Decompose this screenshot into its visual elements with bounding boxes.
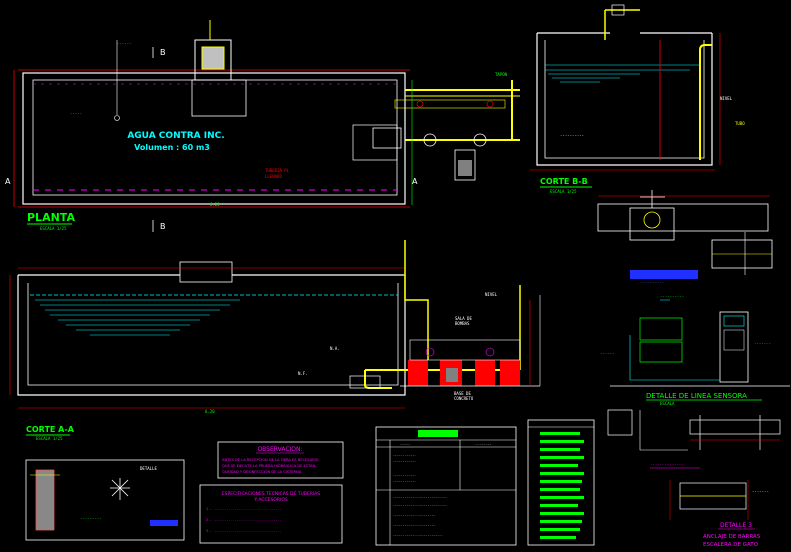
svg-text:2.- --------------------------: 2.- --------------------------------- bbox=[206, 518, 282, 522]
svg-text:------------: ------------ bbox=[393, 453, 416, 457]
svg-text:6.20: 6.20 bbox=[205, 409, 215, 414]
plan-title: PLANTA bbox=[27, 211, 75, 224]
svg-text:1.- --------------------------: 1.- --------------------------------- bbox=[206, 507, 282, 511]
section-marker-b-top: B bbox=[160, 48, 166, 57]
sensing-line-title: DETALLE DE LINEA SENSORA bbox=[646, 392, 747, 400]
svg-text:TAPON: TAPON bbox=[495, 72, 508, 77]
svg-text:-------: ------- bbox=[752, 489, 769, 494]
detail-ladder: --------- DETALLE bbox=[25, 459, 185, 541]
svg-text:----------: ---------- bbox=[660, 294, 684, 299]
detail-3: ------- DETALLE 3 ANCLAJE DE BARRAS ESCA… bbox=[669, 480, 769, 548]
sensing-line-scale: ESCALA bbox=[660, 401, 675, 406]
svg-text:BASE DE: BASE DE bbox=[454, 391, 471, 396]
svg-text:----------: ---------- bbox=[640, 280, 664, 285]
svg-text:-------: ------- bbox=[754, 341, 771, 346]
svg-text:DETALLE: DETALLE bbox=[140, 466, 157, 471]
section-aa-scale: ESCALA 1/25 bbox=[36, 436, 63, 441]
legend-table: ----- -------- ------------ ------------… bbox=[375, 426, 517, 546]
svg-text:CONCRETO: CONCRETO bbox=[454, 396, 474, 401]
svg-text:----------------------------: ---------------------------- bbox=[393, 503, 447, 507]
detail-3-line2: ESCALERA DE GATO bbox=[703, 542, 759, 548]
svg-text:--------: -------- bbox=[475, 442, 491, 446]
detail-3-line1: ANCLAJE DE BARRAS bbox=[703, 534, 761, 540]
valve-detail: ---------- bbox=[597, 190, 773, 285]
svg-text:NIVEL: NIVEL bbox=[485, 292, 498, 297]
svg-text:TUBERIA PL: TUBERIA PL bbox=[265, 168, 290, 173]
observation-line-2: QUE SE EJECUTE LA PRUEBA HIDRAULICA DE E… bbox=[222, 464, 317, 468]
svg-text:BOMBAS: BOMBAS bbox=[455, 321, 470, 326]
svg-text:-----: ----- bbox=[70, 111, 82, 116]
section-marker-b-bottom: B bbox=[160, 222, 166, 231]
svg-text:---------: --------- bbox=[80, 516, 102, 521]
plan-scale: ESCALA 1/25 bbox=[40, 226, 67, 231]
observation-title: OBSERVACION: bbox=[257, 446, 302, 453]
notes-table bbox=[527, 419, 595, 546]
specs-title-2: Y ACCESORIOS bbox=[253, 497, 288, 503]
section-marker-a-left: A bbox=[5, 177, 11, 186]
svg-text:--------------: -------------- bbox=[650, 462, 684, 467]
svg-text:TUBO: TUBO bbox=[735, 121, 745, 126]
svg-text:----------------------: ---------------------- bbox=[393, 513, 435, 517]
detail-cistern: -------------- bbox=[607, 409, 781, 469]
svg-text:NIVEL: NIVEL bbox=[720, 96, 733, 101]
section-aa-title: CORTE A-A bbox=[26, 425, 75, 434]
observation-box: OBSERVACION: ANTES DE LA RECEPCION DE LA… bbox=[217, 441, 344, 479]
section-bb-scale: ESCALA 1/25 bbox=[550, 189, 577, 194]
svg-text:-----: ----- bbox=[400, 442, 410, 446]
svg-text:3.- --------------------------: 3.- --------------------------------- bbox=[206, 529, 282, 533]
specs-title-1: ESPECIFICACIONES TECNICAS DE TUBERIAS bbox=[222, 491, 320, 497]
svg-text:------: ------ bbox=[117, 41, 131, 46]
svg-text:SALA DE: SALA DE bbox=[455, 316, 472, 321]
svg-text:------------: ------------ bbox=[393, 473, 416, 477]
tank-name: AGUA CONTRA INC. bbox=[127, 131, 224, 141]
svg-text:------: ------ bbox=[600, 351, 614, 356]
svg-text:----------------------: ---------------------- bbox=[393, 523, 435, 527]
section-bb: ---------- NIVEL TUBO CORTE B-B ESCALA 1… bbox=[530, 4, 745, 194]
section-bb-title: CORTE B-B bbox=[540, 177, 588, 186]
sensing-line-detail: ---------- ------ ------- DETALLE DE LIN… bbox=[529, 294, 790, 406]
plan-view: ------ TUBERIA PL LLENADO ----- 6.20 TAP… bbox=[5, 20, 520, 232]
section-marker-a-right: A bbox=[412, 177, 418, 186]
observation-line-1: ANTES DE LA RECEPCION DE LA OBRA ES NECE… bbox=[222, 458, 319, 462]
svg-text:------------: ------------ bbox=[393, 479, 416, 483]
specs-box: ESPECIFICACIONES TECNICAS DE TUBERIAS Y … bbox=[199, 484, 343, 544]
svg-text:------------: ------------ bbox=[393, 459, 416, 463]
svg-text:N.F.: N.F. bbox=[298, 371, 308, 376]
svg-text:6.20: 6.20 bbox=[210, 202, 220, 207]
svg-text:--------------------------: -------------------------- bbox=[393, 533, 443, 537]
plan-outer-wall bbox=[22, 72, 406, 205]
svg-text:----------: ---------- bbox=[560, 133, 584, 138]
section-aa: SALA DE BOMBAS NIVEL N.A. N.F. BASE DE C… bbox=[9, 240, 541, 441]
tank-volume: Volumen : 60 m3 bbox=[134, 143, 210, 152]
svg-text:LLENADO: LLENADO bbox=[265, 174, 282, 179]
svg-text:N.A.: N.A. bbox=[330, 346, 340, 351]
observation-line-3: QUEIDAD Y DESINFECCION DE LA CISTERNA bbox=[222, 470, 302, 474]
svg-text:----------------------------: ---------------------------- bbox=[393, 495, 447, 499]
detail-3-title: DETALLE 3 bbox=[720, 522, 752, 529]
